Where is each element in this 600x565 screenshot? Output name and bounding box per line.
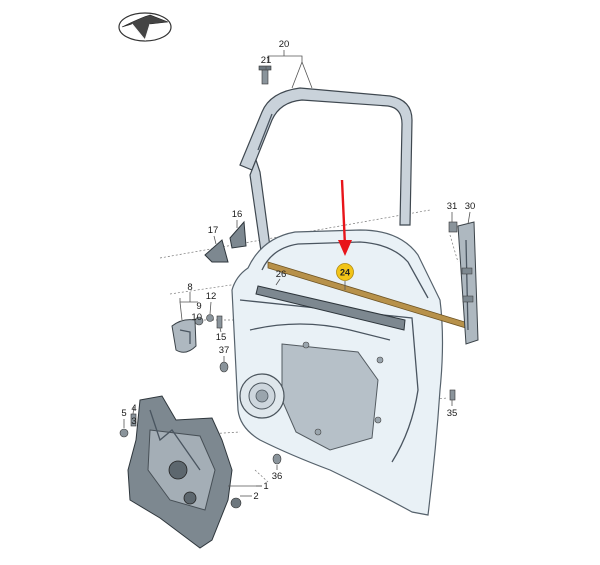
red-arrow-pointer-icon xyxy=(338,179,352,256)
window-frame-part xyxy=(239,87,413,266)
callout-36: 36 xyxy=(272,471,283,482)
mirror-cover-part-16 xyxy=(229,220,247,249)
callout-9: 9 xyxy=(196,301,201,312)
callout-35: 35 xyxy=(447,408,458,419)
nut-5-icon xyxy=(119,428,129,438)
callout-12: 12 xyxy=(206,291,217,302)
highlight-badge-24: 24 xyxy=(336,263,354,281)
callout-21: 21 xyxy=(261,55,272,66)
callout-10: 10 xyxy=(191,312,202,323)
callout-15: 15 xyxy=(216,332,227,343)
callout-8: 8 xyxy=(187,282,192,293)
callout-20: 20 xyxy=(279,39,290,50)
callout-26: 26 xyxy=(276,269,287,280)
plug-37-icon xyxy=(219,361,229,373)
nut-9-icon xyxy=(194,316,204,326)
plug-36-icon xyxy=(272,453,282,465)
inner-seal-strip-part xyxy=(255,285,406,331)
callout-30: 30 xyxy=(465,201,476,212)
brand-logo-icon xyxy=(118,12,172,42)
fasteners xyxy=(119,65,458,509)
callout-2: 2 xyxy=(253,491,258,502)
callout-3: 3 xyxy=(131,416,136,427)
b-pillar-trim-part xyxy=(457,221,479,345)
mirror-cover-part-17 xyxy=(204,239,229,263)
callout-24: 24 xyxy=(340,268,350,278)
callout-4: 4 xyxy=(131,403,136,414)
callout-16: 16 xyxy=(232,209,243,220)
callout-labels: 20 21 16 17 31 30 26 8 12 9 10 15 37 5 4… xyxy=(121,39,475,502)
clip-31-icon xyxy=(448,221,458,233)
leader-lines xyxy=(123,50,471,497)
callout-1: 1 xyxy=(263,481,268,492)
bolt-35-icon xyxy=(449,389,456,401)
nut-10-icon xyxy=(206,314,214,322)
callout-17: 17 xyxy=(208,225,219,236)
window-regulator-part xyxy=(127,395,233,549)
bolt-15-icon xyxy=(216,315,223,329)
callout-31: 31 xyxy=(447,201,458,212)
callout-5: 5 xyxy=(121,408,126,419)
door-handle-bracket-part xyxy=(171,319,197,353)
bolt-21-icon xyxy=(258,65,272,85)
bolt-3-icon xyxy=(130,413,137,427)
nut-2-icon xyxy=(230,497,242,509)
callout-37: 37 xyxy=(219,345,230,356)
